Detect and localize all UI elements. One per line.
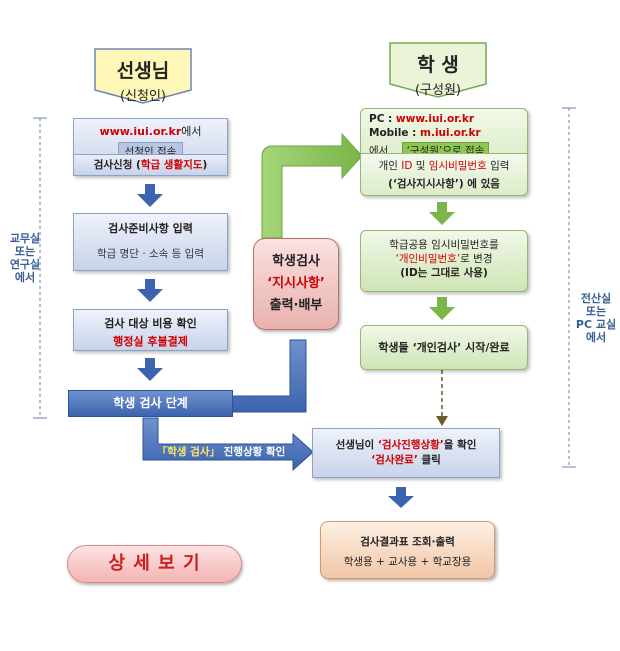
student-header-shape (389, 42, 487, 98)
individual-test-box: 학생들 ‘개인검사’ 시작/완료 (360, 325, 528, 370)
center-line2: ‘지시사항’ (267, 276, 325, 291)
left-label-line: 교무실 (9, 232, 41, 245)
progress-prefix: 「학생 검사」 (156, 446, 220, 458)
view-details-button[interactable]: 상 세 보 기 (67, 545, 242, 583)
id-mid: 및 (412, 160, 429, 172)
id-pre: 개인 (378, 160, 402, 172)
blue-stage-connector (231, 339, 307, 413)
pc-url[interactable]: www.iui.or.kr (395, 113, 475, 125)
request-bar: 검사신청 (학급 생활지도) (73, 154, 228, 176)
instructions-location: (‘검사지시사항’) 에 있음 (388, 178, 500, 190)
down-arrow-2 (137, 279, 163, 302)
progress-status-text: ‘검사진행상황’ (377, 439, 444, 451)
prep-input-box: 검사준비사항 입력 학급 명단 · 소속 등 입력 (73, 213, 228, 271)
pw-line1: 학급공용 임시비밀번호를 (389, 239, 499, 251)
left-bracket (33, 117, 47, 419)
down-arrow-1 (137, 184, 163, 207)
test-complete-text: ‘검사완료’ (371, 454, 418, 466)
site-suffix: 에서 (181, 125, 202, 138)
confirm-pre: 선생님이 (335, 439, 378, 451)
individual-test-label: 학생들 ‘개인검사’ 시작/완료 (378, 341, 510, 354)
left-label-line: 에서 (14, 271, 36, 284)
green-down-arrow-1 (429, 202, 455, 225)
login-instructions: 개인 ID 및 임시비밀번호 입력 (‘검사지시사항’) 에 있음 (360, 153, 528, 196)
prep-sub: 학급 명단 · 소속 등 입력 (97, 248, 204, 260)
right-label-line: 에서 (585, 331, 607, 344)
right-label-line: PC 교실 (575, 318, 617, 331)
confirm-post: 클릭 (417, 454, 441, 466)
request-type: 학급 생활지도 (140, 159, 203, 171)
results-box: 검사결과표 조회·출력 학생용 + 교사용 + 학교장용 (320, 521, 495, 579)
id-text: ID (401, 160, 413, 172)
student-test-instructions-box: 학생검사 ‘지시사항’ 출력·배부 (253, 238, 339, 330)
left-location-label: 교무실 또는 연구실 에서 (8, 232, 42, 284)
results-sub: 학생용 + 교사용 + 학교장용 (343, 556, 472, 568)
right-location-label: 전산실 또는 PC 교실 에서 (573, 292, 619, 344)
pw-line3: (ID는 그대로 사용) (400, 267, 488, 279)
teacher-header: 선생님 (신청인) (94, 48, 192, 104)
cost-check-box: 검사 대상 비용 확인 행정실 후불결제 (73, 309, 228, 351)
green-up-arrow (261, 132, 363, 239)
right-bracket (562, 107, 576, 468)
prep-title: 검사준비사항 입력 (108, 222, 193, 235)
student-stage-bar: 학생 검사 단계 (68, 390, 233, 417)
left-label-line: 연구실 (9, 258, 41, 271)
request-suffix: ) (202, 159, 208, 171)
request-prefix: 검사신청 ( (93, 159, 141, 171)
confirm-mid: 을 확인 (443, 439, 477, 451)
temp-password-text: 임시비밀번호 (428, 160, 487, 172)
teacher-site-url[interactable]: www.iui.or.kr (99, 125, 182, 138)
right-label-line: 또는 (585, 305, 607, 318)
id-post: 입력 (486, 160, 510, 172)
center-line3: 출력·배부 (269, 298, 323, 313)
teacher-subtitle: (신청인) (119, 89, 167, 104)
progress-check-label: 「학생 검사」 진행상황 확인 (148, 444, 294, 460)
teacher-title: 선생님 (116, 60, 170, 82)
student-header: 학 생 (구성원) (389, 42, 487, 98)
change-password-box: 학급공용 임시비밀번호를 ‘개인비밀번호’로 변경 (ID는 그대로 사용) (360, 230, 528, 292)
personal-password-text: ‘개인비밀번호’ (395, 253, 461, 265)
mobile-label: Mobile : (369, 127, 417, 139)
student-title: 학 생 (417, 54, 459, 76)
left-label-line: 또는 (14, 245, 36, 258)
view-details-label: 상 세 보 기 (108, 553, 201, 574)
progress-suffix: 진행상황 확인 (220, 446, 286, 458)
pc-label: PC : (369, 113, 393, 125)
blue-progress-arrow (142, 417, 314, 472)
cost-line1: 검사 대상 비용 확인 (104, 317, 197, 330)
student-subtitle: (구성원) (414, 83, 462, 98)
pw-line2: 로 변경 (460, 253, 493, 265)
cost-line2: 행정실 후불결제 (113, 335, 188, 348)
teacher-confirm-box: 선생님이 ‘검사진행상황’을 확인 ‘검사완료’ 클릭 (312, 428, 500, 478)
right-label-line: 전산실 (580, 292, 612, 305)
green-down-arrow-2 (429, 297, 455, 320)
mobile-url[interactable]: m.iui.or.kr (420, 127, 481, 139)
stage-label: 학생 검사 단계 (113, 396, 188, 410)
down-arrow-results (388, 487, 414, 508)
center-line1: 학생검사 (272, 254, 320, 269)
results-title: 검사결과표 조회·출력 (360, 536, 455, 548)
teacher-header-shape (94, 48, 192, 104)
down-arrow-3 (137, 358, 163, 381)
